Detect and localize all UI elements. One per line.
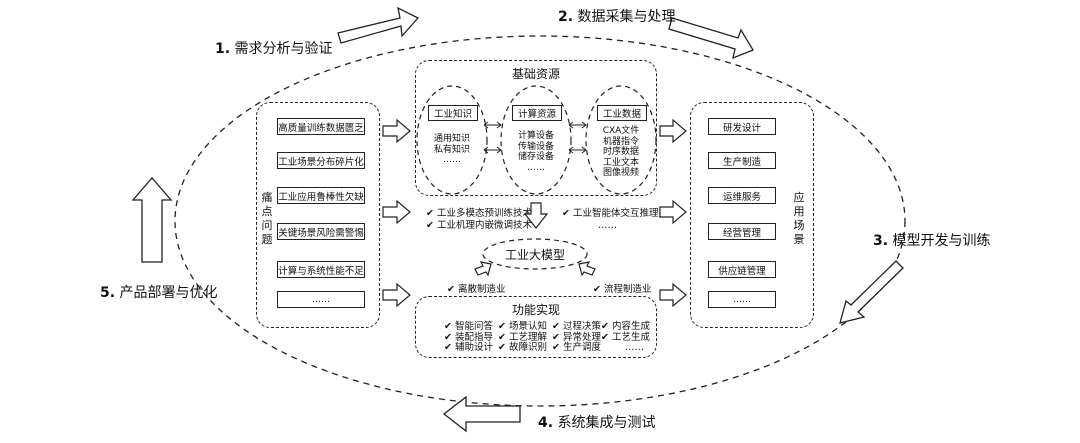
arrow-techniques-to-app — [659, 199, 687, 225]
data-line: 时序数据 — [602, 147, 639, 157]
branch-left: ✔ 离散制造业 — [447, 284, 506, 295]
function-item: ✔ 装配指导 — [444, 331, 493, 343]
foundation-resources-panel: 基础资源 — [415, 60, 657, 196]
application-item: …… — [708, 291, 776, 308]
knowledge-header: 工业知识 — [428, 105, 478, 121]
knowledge-list: 通用知识 私有知识 …… — [422, 134, 482, 166]
pain-points-panel: 痛点问题 高质量训练数据匮乏 工业场景分布碎片化 工业应用鲁棒性欠缺 关键场景风… — [256, 102, 380, 328]
function-item: ✔ 过程决策 — [552, 321, 601, 332]
arrow-step-1 — [337, 6, 420, 44]
arrow-step-4 — [442, 395, 521, 433]
functions-col-4: ✔ 内容生成 ✔ 工艺生成 …… — [601, 321, 650, 354]
functions-col-3: ✔ 过程决策 ✔ 异常处理 ✔ 生产调度 — [552, 321, 601, 354]
application-item: 研发设计 — [708, 118, 776, 135]
data-ellipse — [585, 85, 657, 195]
function-item: ✔ 智能问答 — [444, 321, 493, 332]
function-item: ✔ 场景认知 — [498, 321, 547, 332]
arrow-foundation-to-model — [523, 202, 549, 229]
data-line: 工业文本 — [602, 157, 639, 168]
function-item: ✔ 辅助设计 — [444, 342, 493, 353]
knowledge-line: …… — [443, 155, 461, 165]
applications-title: 应用场景 — [793, 191, 805, 246]
pain-point-item: 工业场景分布碎片化 — [277, 152, 365, 169]
branch-right: ✔ 流程制造业 — [593, 284, 652, 295]
function-item: ✔ 异常处理 — [552, 331, 601, 343]
knowledge-line: 私有知识 — [433, 144, 470, 155]
data-line: CXA文件 — [602, 126, 640, 136]
compute-line: …… — [527, 162, 545, 173]
knowledge-line: 通用知识 — [433, 134, 470, 144]
data-header: 工业数据 — [597, 105, 647, 121]
function-item: ✔ 工艺理解 — [498, 331, 547, 343]
technique-item: ✔ 工业智能体交互推理技术 — [562, 208, 678, 219]
arrow-pain-to-foundation — [382, 118, 411, 144]
step-4-label: 4. 系统集成与测试 — [538, 415, 656, 431]
pain-point-item: 高质量训练数据匮乏 — [277, 118, 365, 135]
data-line: 机器指令 — [602, 136, 639, 147]
arrow-functions-to-app — [659, 282, 687, 308]
compute-line: 计算设备 — [517, 131, 554, 141]
function-item: ✔ 工艺生成 — [601, 331, 650, 343]
application-item: 生产制造 — [708, 152, 776, 169]
compute-line: 储存设备 — [517, 152, 554, 162]
data-line: 图像视频 — [602, 168, 639, 178]
arrow-step-5 — [131, 177, 173, 263]
compute-ellipse — [500, 85, 572, 195]
function-item: ✔ 故障识别 — [498, 342, 547, 353]
arrow-model-to-discrete — [474, 261, 492, 277]
data-list: CXA文件 机器指令 时序数据 工业文本 图像视频 — [591, 126, 651, 179]
application-item: 运维服务 — [708, 187, 776, 204]
pain-point-item: …… — [277, 291, 365, 308]
functions-panel: 功能实现 ✔ 智能问答 ✔ 装配指导 ✔ 辅助设计 ✔ 场景认知 ✔ 工艺理解 … — [415, 296, 657, 358]
pain-point-item: 关键场景风险需警惕 — [277, 223, 365, 240]
techniques-right: ✔ 工业智能体交互推理技术 …… — [562, 208, 677, 232]
core-model-label: 工业大模型 — [504, 248, 565, 262]
technique-item: ✔ 工业机理内嵌微调技术 — [426, 220, 532, 231]
arrow-pain-to-techniques — [382, 199, 411, 225]
function-item: …… — [625, 342, 644, 353]
applications-panel: 研发设计 生产制造 运维服务 经营管理 供应链管理 …… 应用场景 — [690, 102, 814, 328]
functions-col-2: ✔ 场景认知 ✔ 工艺理解 ✔ 故障识别 — [498, 321, 547, 354]
step-2-label: 2. 数据采集与处理 — [558, 9, 676, 25]
compute-list: 计算设备 传输设备 储存设备 …… — [506, 131, 566, 173]
lifecycle-ellipse — [174, 35, 906, 407]
double-arrow-icon — [568, 121, 587, 154]
functions-title: 功能实现 — [511, 303, 560, 317]
step-3-label: 3. 模型开发与训练 — [873, 233, 991, 249]
pain-point-item: 计算与系统性能不足 — [277, 261, 365, 278]
arrow-step-3 — [839, 260, 904, 324]
application-item: 供应链管理 — [708, 261, 776, 278]
technique-item: ✔ 工业多模态预训练技术 — [426, 208, 532, 219]
step-1-label: 1. 需求分析与验证 — [215, 41, 333, 57]
arrow-step-2 — [668, 17, 754, 60]
functions-col-1: ✔ 智能问答 ✔ 装配指导 ✔ 辅助设计 — [444, 321, 493, 354]
arrow-pain-to-functions — [382, 282, 411, 308]
techniques-left: ✔ 工业多模态预训练技术 ✔ 工业机理内嵌微调技术 — [426, 208, 532, 232]
knowledge-ellipse — [416, 85, 488, 195]
compute-line: 传输设备 — [517, 141, 554, 152]
technique-item: …… — [598, 220, 617, 231]
compute-header: 计算资源 — [512, 105, 562, 121]
core-model-ellipse — [482, 238, 588, 270]
foundation-title: 基础资源 — [511, 67, 560, 81]
pain-point-item: 工业应用鲁棒性欠缺 — [277, 187, 365, 204]
arrow-model-to-process — [578, 261, 596, 277]
application-item: 经营管理 — [708, 223, 776, 240]
pain-points-title: 痛点问题 — [261, 191, 273, 246]
step-5-label: 5. 产品部署与优化 — [100, 285, 218, 301]
function-item: ✔ 内容生成 — [601, 321, 650, 332]
function-item: ✔ 生产调度 — [552, 342, 601, 353]
arrow-foundation-to-app — [659, 118, 687, 144]
double-arrow-icon — [483, 121, 502, 154]
